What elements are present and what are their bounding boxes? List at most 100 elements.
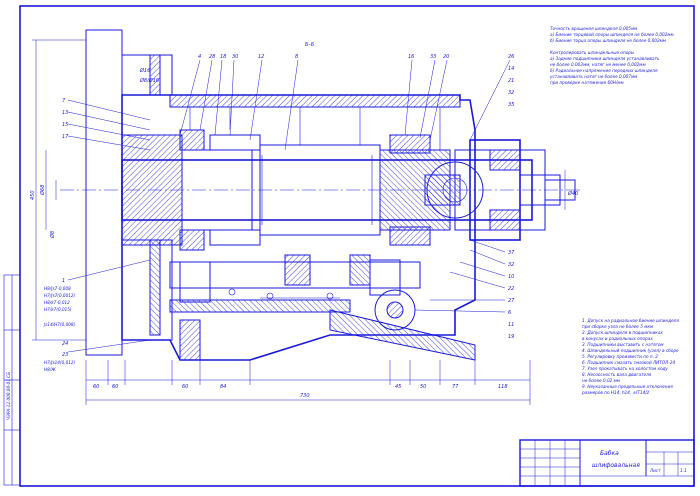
- dim-key-2: Ø8/Ø16: [139, 77, 159, 84]
- svg-text:8. Несоосность вала двигателя: 8. Несоосность вала двигателя: [582, 372, 652, 377]
- svg-text:19: 19: [508, 334, 514, 340]
- svg-text:18: 18: [220, 54, 226, 60]
- svg-text:60: 60: [182, 384, 188, 390]
- left-stamp-text: ЧЭРК-12.000.00-01 СБ: [6, 372, 11, 420]
- svg-text:7: 7: [62, 98, 66, 104]
- svg-text:26: 26: [508, 54, 514, 60]
- fit-labels: Н8/Js7-0,008 Н7/Js7(0,0012) Н8/k7-0,012 …: [43, 286, 76, 372]
- notes-bottom: 1. Допуск на радиальное биение шпинделя …: [581, 318, 679, 395]
- svg-text:не более 0,003мм, натяг не мен: не более 0,003мм, натяг не менее 0,002мм: [550, 62, 646, 67]
- vertical-dimensions: [32, 39, 86, 341]
- svg-text:24: 24: [62, 341, 68, 347]
- svg-text:5. Регулировку произвести по п: 5. Регулировку произвести по п. 2: [582, 354, 658, 359]
- svg-text:37: 37: [508, 250, 515, 256]
- lower-gear: [284, 254, 311, 286]
- right-part-numbers: 37 32 10 22 27 6 11 19: [414, 239, 515, 340]
- svg-text:Точность вращения шпинделя 0,0: Точность вращения шпинделя 0,005мм: [550, 26, 637, 31]
- svg-text:28: 28: [209, 54, 215, 60]
- rear-bearing-bottom: [389, 226, 431, 246]
- shaft-end: [519, 174, 561, 206]
- svg-text:30: 30: [232, 54, 238, 60]
- dim-vertical-total: 450: [30, 190, 36, 200]
- dim-key-1: Ø16: [139, 67, 150, 74]
- svg-text:в конусах и радиальных опорах: в конусах и радиальных опорах: [582, 336, 653, 341]
- left-flange-top: [121, 54, 173, 96]
- bottom-dimensions: 60 60 60 84 45 50 77 118 730: [93, 384, 508, 399]
- rear-bearing-top: [389, 134, 431, 154]
- svg-text:33: 33: [430, 54, 436, 60]
- svg-text:27: 27: [508, 298, 515, 304]
- top-leaders: [179, 59, 511, 151]
- svg-text:а) Задние подшипники шпинделя: а) Задние подшипники шпинделя устанавлив…: [550, 56, 660, 61]
- svg-text:11: 11: [508, 322, 514, 328]
- svg-text:20: 20: [443, 54, 449, 60]
- dim-vertical-small: Ø8: [49, 231, 56, 239]
- front-bearing-top: [179, 129, 205, 151]
- svg-text:Н8/k7-0,012: Н8/k7-0,012: [44, 300, 70, 305]
- dim-total: 730: [300, 393, 310, 399]
- svg-text:3. Подшипники выставить с натя: 3. Подшипники выставить с натягом: [582, 342, 664, 347]
- svg-text:13: 13: [62, 110, 68, 116]
- svg-text:не более 0,02 мм: не более 0,02 мм: [582, 378, 620, 383]
- svg-text:H8/Ж: H8/Ж: [44, 367, 56, 372]
- svg-text:1. Допуск на радиальное биение: 1. Допуск на радиальное биение шпинделя: [582, 318, 679, 323]
- dim-vertical-mid: Ø68: [39, 185, 46, 196]
- svg-text:б) Биение торца опоры шпинделя: б) Биение торца опоры шпинделя не более …: [550, 38, 666, 43]
- svg-text:б) Радиальное напряжение перед: б) Радиальное напряжение передних шпинде…: [550, 68, 658, 73]
- wall-base: [85, 29, 123, 356]
- section-label: Б–Б: [305, 42, 315, 48]
- svg-text:7. Узел прокатывать на холосто: 7. Узел прокатывать на холостом ходу: [582, 366, 668, 371]
- left-flange-bottom: [121, 239, 173, 341]
- svg-text:2. Допуск шпинделя в подшипник: 2. Допуск шпинделя в подшипниках: [582, 330, 663, 335]
- svg-text:10: 10: [508, 274, 514, 280]
- svg-text:22: 22: [508, 286, 514, 292]
- svg-text:Н7/Js7(0,0012): Н7/Js7(0,0012): [44, 293, 76, 298]
- svg-text:4: 4: [198, 54, 201, 60]
- title-line-1: Бабка: [600, 450, 619, 457]
- title-scale: 1:1: [680, 468, 687, 473]
- svg-text:устанавливать натяг не более 0: устанавливать натяг не более 0,007мм: [549, 74, 637, 79]
- svg-text:77: 77: [452, 384, 459, 390]
- title-line-2: шлифовальная: [592, 462, 640, 469]
- svg-text:21: 21: [508, 78, 514, 84]
- svg-text:32: 32: [508, 262, 514, 268]
- housing-top-wall: [169, 94, 461, 108]
- title-sheet: Лист: [649, 468, 661, 473]
- svg-text:15: 15: [62, 122, 68, 128]
- svg-text:Js14/Н7(0,008): Js14/Н7(0,008): [43, 322, 76, 327]
- svg-text:32: 32: [508, 90, 514, 96]
- bottom-dimension-lines: [85, 360, 531, 405]
- svg-text:8: 8: [295, 54, 298, 60]
- svg-text:12: 12: [258, 54, 264, 60]
- svg-text:45: 45: [395, 384, 401, 390]
- svg-text:1: 1: [62, 278, 65, 284]
- dim-right: Ø40: [567, 190, 578, 197]
- svg-text:Н7/Js14(0,012): Н7/Js14(0,012): [44, 360, 76, 365]
- svg-text:84: 84: [220, 384, 226, 390]
- housing-outline: [121, 94, 476, 361]
- top-part-numbers: 4 28 18 30 12 8 16 33 20 26 14 21 32 35: [198, 54, 514, 108]
- svg-text:16: 16: [408, 54, 414, 60]
- svg-text:60: 60: [112, 384, 118, 390]
- svg-text:4. Шпиндельный подшипник (узел: 4. Шпиндельный подшипник (узел) в сборе: [582, 348, 679, 353]
- svg-text:при проверке натяжения 60Н/мм: при проверке натяжения 60Н/мм: [550, 80, 624, 85]
- sheet-frame: [19, 5, 695, 487]
- svg-text:Н7/k7(0,015): Н7/k7(0,015): [44, 307, 72, 312]
- title-block: [519, 439, 695, 487]
- svg-text:118: 118: [498, 384, 508, 390]
- svg-text:14: 14: [508, 66, 514, 72]
- svg-text:35: 35: [508, 102, 514, 108]
- front-bearing-bottom: [179, 229, 205, 251]
- svg-text:60: 60: [93, 384, 99, 390]
- svg-text:Контролировать шпиндельные опо: Контролировать шпиндельные опоры: [550, 50, 635, 55]
- svg-text:50: 50: [420, 384, 426, 390]
- left-part-numbers: 7 13 15 17 1 24 23: [62, 98, 151, 358]
- housing-bottom-wall: [169, 299, 351, 313]
- svg-text:размеров по Н14, h14, ±IT14/2: размеров по Н14, h14, ±IT14/2: [581, 390, 650, 395]
- notes-top: Точность вращения шпинделя 0,005мм а) Би…: [549, 26, 674, 85]
- svg-text:при сборке узла не более 5 мкм: при сборке узла не более 5 мкм: [582, 324, 653, 329]
- svg-text:17: 17: [62, 134, 69, 140]
- svg-text:9. Неуказанные предельные откл: 9. Неуказанные предельные отклонения: [582, 384, 673, 389]
